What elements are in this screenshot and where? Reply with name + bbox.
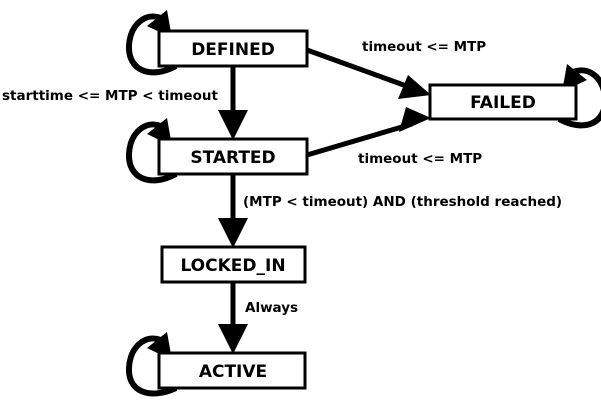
edge-defined-to-started <box>218 66 248 140</box>
state-defined[interactable]: DEFINED <box>157 29 309 68</box>
self-loop-failed-path <box>557 67 601 129</box>
edge-started-to-failed-line <box>306 121 413 158</box>
edge-label-defined-to-started: starttime <= MTP < timeout <box>2 88 218 104</box>
edge-locked-in-to-active <box>218 282 248 354</box>
self-loop-started-path <box>125 121 178 184</box>
state-failed-label: FAILED <box>470 93 536 113</box>
state-started-box[interactable] <box>157 137 309 176</box>
state-locked-in-label: LOCKED_IN <box>180 256 285 276</box>
edge-label-defined-to-failed: timeout <= MTP <box>362 39 486 55</box>
self-loop-defined-path <box>125 13 178 76</box>
edge-label-started-to-failed: timeout <= MTP <box>358 151 482 167</box>
state-failed-box[interactable] <box>428 83 578 121</box>
state-locked-in-box[interactable] <box>160 245 307 284</box>
edge-defined-to-failed <box>306 47 431 99</box>
state-active-label: ACTIVE <box>199 362 267 382</box>
edge-defined-to-started-arrowhead <box>218 110 248 140</box>
edge-defined-to-failed-line <box>306 47 413 91</box>
edge-started-to-locked-in <box>218 174 248 248</box>
edge-started-to-failed <box>306 107 431 158</box>
self-loop-active-path <box>125 335 178 397</box>
state-defined-label: DEFINED <box>191 40 275 60</box>
state-active-box[interactable] <box>157 351 307 390</box>
edge-defined-to-failed-arrowhead <box>398 75 431 99</box>
state-defined-box[interactable] <box>157 29 309 68</box>
edge-started-to-locked-in-arrowhead <box>218 218 248 248</box>
state-failed[interactable]: FAILED <box>428 83 578 121</box>
state-locked-in[interactable]: LOCKED_IN <box>160 245 307 284</box>
edge-locked-in-to-active-arrowhead <box>218 324 248 354</box>
edge-label-started-to-locked-in: (MTP < timeout) AND (threshold reached) <box>243 194 562 210</box>
edge-started-to-failed-arrowhead <box>399 107 431 132</box>
edge-label-locked-in-to-active: Always <box>245 300 298 316</box>
state-started-label: STARTED <box>190 148 275 168</box>
state-started[interactable]: STARTED <box>157 137 309 176</box>
state-active[interactable]: ACTIVE <box>157 351 307 390</box>
